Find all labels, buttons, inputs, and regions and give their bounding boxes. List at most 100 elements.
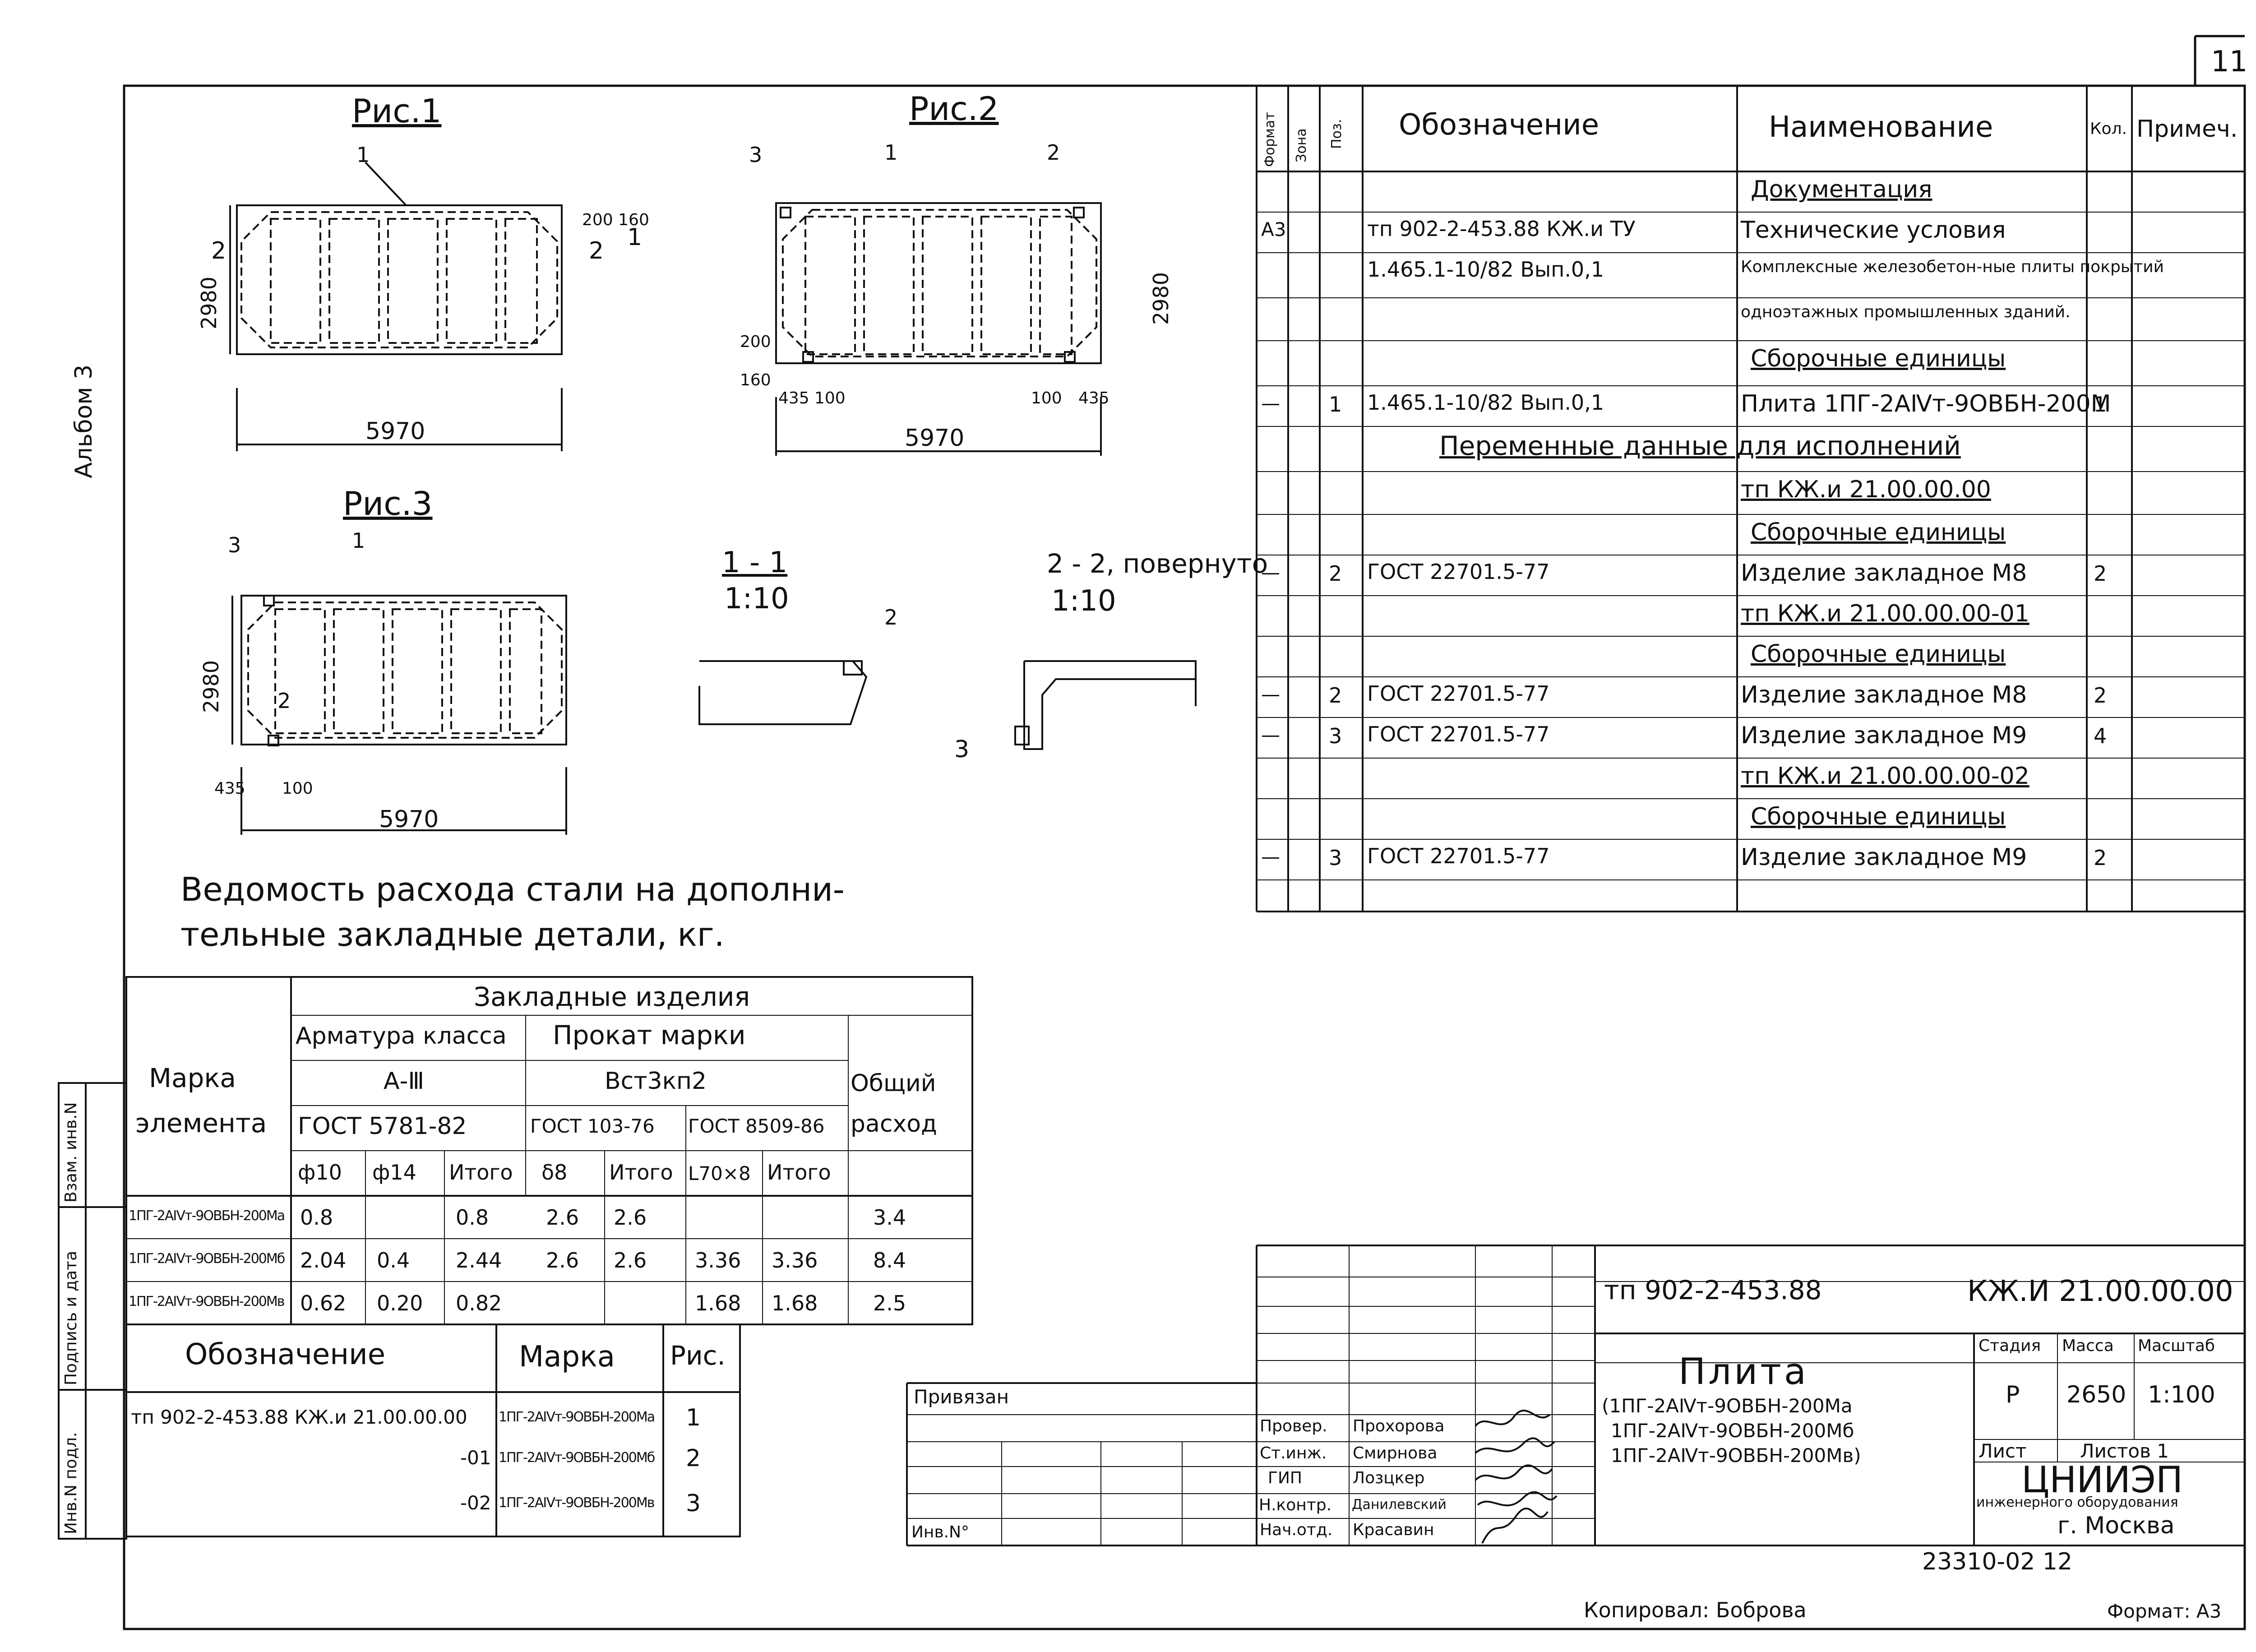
fig3-label-1: 1 (352, 528, 365, 553)
section11-label: 2 (884, 605, 898, 629)
spec-row-name: Сборочные единицы (1751, 345, 2006, 372)
tb-variant-1: 1ПГ-2АⅣт-9ОВБН-200Мб (1611, 1420, 1854, 1442)
spec-row-pos: 3 (1329, 724, 1342, 748)
tb-scale: 1:100 (2148, 1381, 2215, 1408)
steel-row-cell: 0.4 (377, 1248, 410, 1273)
spec-row-name: Документация (1751, 176, 1932, 203)
spec-row-qty: 1 (2094, 392, 2107, 416)
spec-row-designation: тп 902-2-453.88 КЖ.и ТУ (1367, 217, 1636, 241)
steel-row-mark: 1ПГ-2АⅣт-9ОВБН-200Мв (129, 1294, 285, 1310)
fig1-dim-small: 200 160 (582, 211, 649, 229)
marks-row-designation: -02 (460, 1492, 491, 1514)
tb-inv: Инв.N° (911, 1523, 970, 1541)
fig2-label-3: 3 (749, 143, 763, 167)
fig3-dim-height: 2980 (199, 660, 223, 713)
footer-format: Формат: А3 (2107, 1600, 2222, 1622)
spec-row-format: — (1261, 561, 1280, 583)
spec-row-name: Плита 1ПГ-2АⅣт-9ОВБН-200М (1741, 390, 2111, 417)
steel-h-rebar-gost: ГОСТ 5781-82 (298, 1113, 467, 1140)
steel-title-line1: Ведомость расхода стали на дополни- (180, 870, 845, 908)
fig2-label-1: 1 (884, 140, 898, 165)
spec-h-format: Формат (1262, 112, 1278, 167)
spec-h-name: Наименование (1769, 111, 1993, 144)
spec-row-qty: 4 (2094, 724, 2107, 748)
steel-row-mark: 1ПГ-2АⅣт-9ОВБН-200Мб (129, 1251, 285, 1267)
fig2-label-2: 2 (1047, 140, 1060, 165)
steel-sub-f10: ф10 (298, 1160, 342, 1185)
spec-row-pos: 1 (1329, 392, 1342, 416)
marks-row-designation: -01 (460, 1447, 491, 1469)
tb-role-0: Провер. (1260, 1417, 1327, 1435)
tb-org3: г. Москва (2057, 1512, 2175, 1539)
spec-h-designation: Обозначение (1399, 108, 1600, 142)
steel-h-rolled-gost2: ГОСТ 8509-86 (688, 1115, 825, 1137)
spec-row-name: одноэтажных промышленных зданий. (1741, 303, 2071, 321)
spec-row-pos: 2 (1329, 561, 1342, 586)
steel-h-rolled-grade: Вст3кп2 (605, 1068, 707, 1095)
steel-row-cell: 3.4 (873, 1205, 906, 1230)
fig2-title: Рис.2 (909, 90, 999, 128)
fig2-dim-a: 160 (740, 371, 771, 389)
steel-row-mark: 1ПГ-2АⅣт-9ОВБН-200Ма (129, 1208, 285, 1224)
spec-row-qty: 2 (2094, 561, 2107, 586)
spec-row-designation: ГОСТ 22701.5-77 (1367, 844, 1550, 868)
spec-row-name: Сборочные единицы (1751, 519, 2006, 546)
fig3-dim-a: 435 (214, 779, 245, 798)
spec-row-qty: 2 (2094, 683, 2107, 708)
marks-row-fig: 3 (686, 1490, 701, 1517)
tb-role-4: Нач.отд. (1260, 1521, 1333, 1539)
spec-row-name: Изделие закладное М8 (1741, 681, 2027, 708)
steel-sub-total3: Итого (767, 1160, 831, 1185)
tb-privyazan: Привязан (914, 1386, 1009, 1408)
spec-h-pos: Поз. (1329, 119, 1345, 149)
spec-row-pos: 2 (1329, 683, 1342, 708)
spec-row-name: Технические условия (1741, 217, 2006, 244)
tb-sheet: Лист (1979, 1440, 2027, 1462)
steel-row-cell: 0.8 (456, 1205, 489, 1230)
spec-row-name: тп КЖ.и 21.00.00.00-02 (1741, 763, 2029, 790)
steel-sub-f14: ф14 (372, 1160, 416, 1185)
tb-name-2: Лозцкер (1353, 1469, 1425, 1487)
marks-row-mark: 1ПГ-2АⅣт-9ОВБН-200Мб (499, 1450, 655, 1466)
steel-h-element: элемента (135, 1108, 267, 1138)
steel-h-embedded: Закладные изделия (474, 981, 750, 1012)
spec-row-name: тп КЖ.и 21.00.00.00 (1741, 476, 1991, 503)
steel-row-cell: 2.04 (300, 1248, 347, 1273)
fig1-label-2a: 2 (211, 237, 227, 264)
fig2-dim-d: 100 (814, 389, 846, 407)
section22-label: 3 (954, 736, 970, 763)
marks-h-mark: Марка (519, 1340, 615, 1374)
steel-row-cell: 8.4 (873, 1248, 906, 1273)
tb-name-3: Данилевский (1352, 1497, 1447, 1513)
spec-row-format: — (1261, 846, 1280, 868)
fig2-dim-width: 5970 (905, 425, 965, 452)
sheet-number: 11 (2211, 45, 2248, 79)
fig1-label-2b: 2 (589, 237, 604, 264)
stamp-sign-date: Подпись и дата (62, 1250, 80, 1385)
tb-code: КЖ.И 21.00.00.00 (1967, 1275, 2233, 1308)
spec-row-designation: ГОСТ 22701.5-77 (1367, 722, 1550, 746)
tb-role-3: Н.контр. (1259, 1496, 1332, 1514)
album-label: Альбом 3 (70, 364, 97, 478)
tb-sheets: Листов 1 (2080, 1440, 2169, 1462)
steel-row-cell: 0.8 (300, 1205, 333, 1230)
spec-row-format: А3 (1261, 218, 1286, 241)
section22-scale: 1:10 (1051, 584, 1116, 618)
steel-sub-total2: Итого (609, 1160, 673, 1185)
fig2-dim-f: 435 (1078, 389, 1110, 407)
fig1-title: Рис.1 (352, 92, 442, 130)
steel-sub-l70: L70×8 (688, 1162, 751, 1185)
fig3-title: Рис.3 (343, 485, 433, 523)
marks-row-designation: тп 902-2-453.88 КЖ.и 21.00.00.00 (131, 1406, 467, 1428)
tb-variant-2: 1ПГ-2АⅣт-9ОВБН-200Мв) (1611, 1444, 1861, 1467)
steel-h-rebar: Арматура класса (296, 1023, 507, 1050)
marks-row-mark: 1ПГ-2АⅣт-9ОВБН-200Ма (499, 1409, 655, 1425)
tb-role-1: Ст.инж. (1260, 1444, 1327, 1462)
spec-row-designation: 1.465.1-10/82 Вып.0,1 (1367, 257, 1604, 282)
steel-row-cell: 2.44 (456, 1248, 502, 1273)
footer-copied: Копировал: Боброва (1584, 1598, 1807, 1622)
spec-h-qty: Кол. (2090, 120, 2127, 138)
steel-h-rolled: Прокат марки (553, 1020, 746, 1050)
fig3-label-3: 3 (228, 533, 241, 557)
